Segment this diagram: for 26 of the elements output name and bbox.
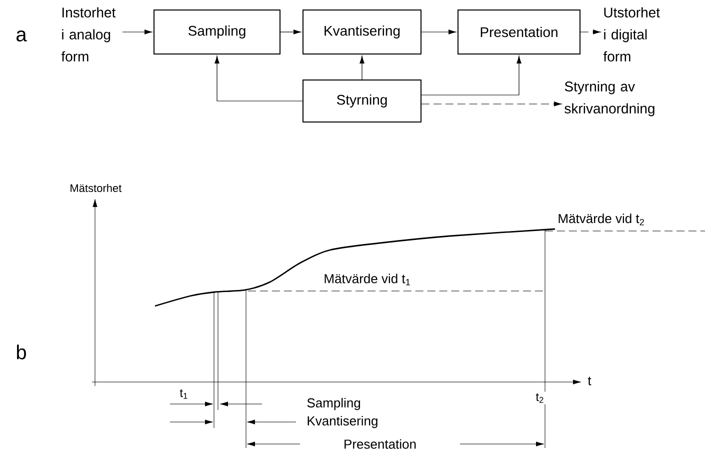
arrow (214, 56, 303, 102)
arrow (421, 56, 522, 96)
time-label: t$_{1}$ (178, 388, 190, 400)
signal-label: Instorhet i analog form (61, 7, 116, 62)
panel-letter: b (14, 343, 28, 361)
arrow (360, 56, 364, 80)
arrow (580, 30, 601, 34)
dimension-label: Presentation (342, 438, 418, 450)
axis-label: t (586, 375, 593, 387)
process-box: Styrning (302, 80, 422, 122)
dimension-label: Sampling (305, 396, 362, 412)
process-box: Presentation (458, 10, 580, 54)
process-box: Sampling (154, 10, 280, 54)
value-label: Mätvärde vid t$_{1}$ (322, 272, 412, 287)
panel-letter: a (14, 29, 28, 43)
arrow (421, 102, 562, 106)
axis-label: Mätstorhet (68, 182, 124, 194)
signal-label: Styrning av skrivanordning (564, 81, 654, 116)
dimension-label: Kvantisering (305, 414, 380, 430)
arrow (421, 30, 456, 34)
value-label: Mätvärde vid t$_{2}$ (556, 212, 646, 227)
time-label: t$_{2}$ (534, 392, 546, 404)
signal-label: Utstorhet i digital form (603, 7, 660, 62)
arrow (280, 30, 302, 34)
arrow (122, 30, 152, 34)
process-box: Kvantisering (302, 10, 422, 54)
